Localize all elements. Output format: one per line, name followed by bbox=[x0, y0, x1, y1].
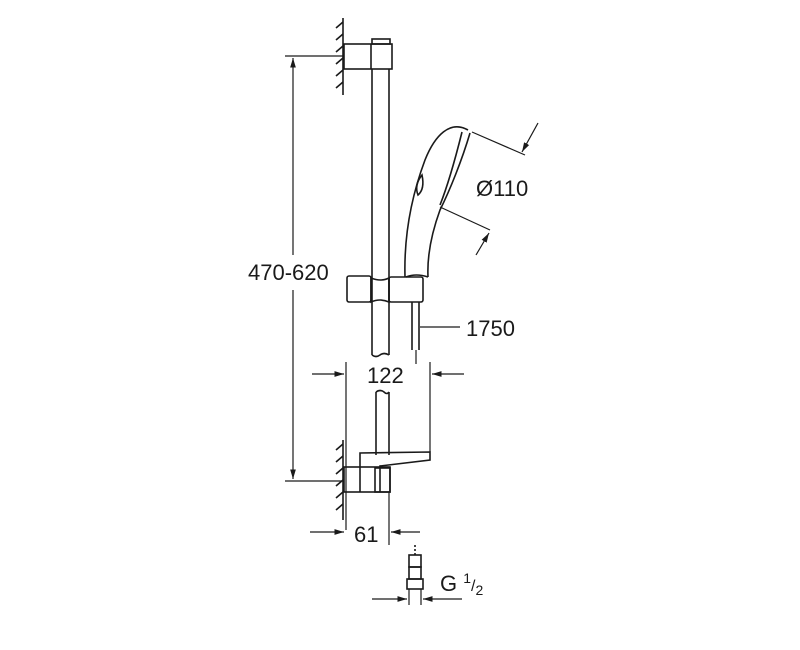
rail-depth-label: 122 bbox=[367, 363, 404, 388]
hose-length-label: 1750 bbox=[466, 316, 515, 341]
thread-numerator: 1 bbox=[463, 570, 472, 586]
hand-shower bbox=[404, 126, 471, 278]
thread-denominator: 2 bbox=[475, 582, 484, 598]
bracket-depth-label: 61 bbox=[354, 522, 379, 547]
wall-hatch-bottom bbox=[335, 440, 344, 520]
thread-size-label: G 1/2 bbox=[440, 570, 484, 598]
hose-connector bbox=[406, 545, 424, 590]
shower-diameter-label: Ø110 bbox=[476, 176, 529, 201]
shower-rail bbox=[371, 69, 390, 455]
thread-prefix: G bbox=[440, 571, 458, 596]
rail-height-label: 470-620 bbox=[248, 260, 329, 285]
top-bracket bbox=[343, 38, 393, 70]
bottom-bracket bbox=[343, 451, 431, 493]
slider-holder bbox=[346, 275, 424, 350]
